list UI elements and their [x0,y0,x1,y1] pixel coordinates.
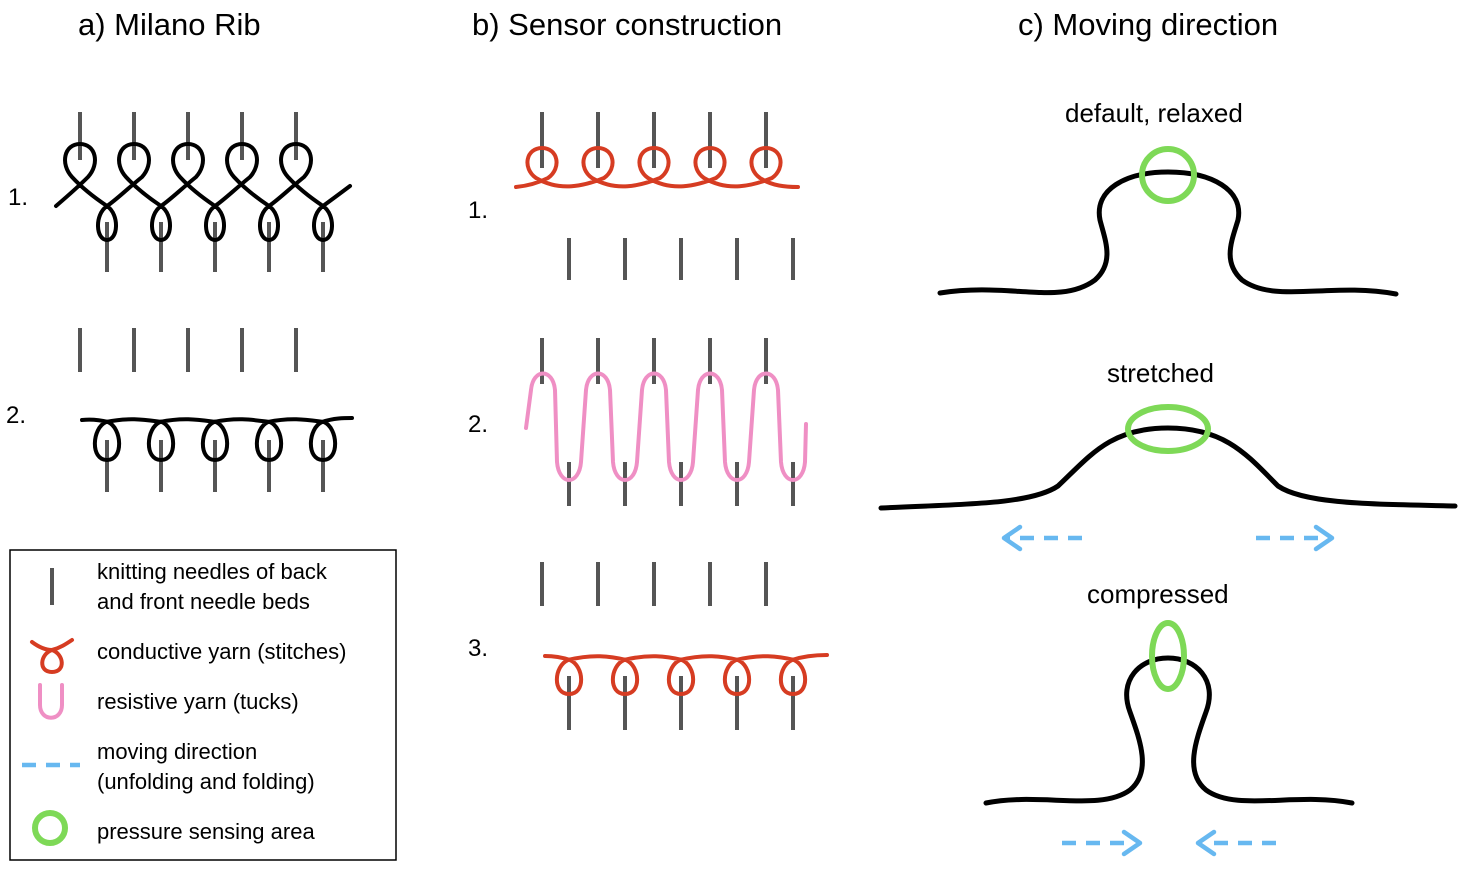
arrowhead-stretch-left [1001,524,1023,552]
arrowhead-stretch-right [1313,524,1335,552]
sensor-step-2 [524,338,808,506]
sensor-step-1 [514,112,800,280]
panel-a: 1. 2. [6,112,354,492]
milano-rib-row-2 [80,416,354,492]
legend-needles-line-2: and front needle beds [97,589,310,614]
milano-rib-needle-row [78,328,298,372]
legend-conductive-icon [30,638,74,674]
arrowhead-compress-right [1195,829,1217,857]
panel-c: default, relaxed stretched compressed [878,98,1458,857]
legend-frame [9,549,397,861]
legend-conductive-label: conductive yarn (stitches) [97,639,346,664]
state-stretched-label: stretched [1107,358,1214,388]
panel-a-step-1: 1. [8,184,28,211]
pressure-area-relaxed [1139,146,1197,204]
legend-moving-line-1: moving direction [97,739,257,764]
fabric-compressed [983,620,1355,857]
panel-b-step-1: 1. [468,197,488,224]
panel-a-title: a) Milano Rib [78,7,261,42]
legend-needles-line-1: knitting needles of back [97,559,328,584]
legend-resistive-icon [38,683,64,720]
panel-c-title: c) Moving direction [1018,7,1278,42]
panel-b-step-3: 3. [468,635,488,662]
arrowhead-compress-left [1121,829,1143,857]
legend: knitting needles of back and front needl… [9,549,397,861]
pressure-area-compressed [1149,620,1187,692]
legend-resistive-label: resistive yarn (tucks) [97,689,299,714]
panel-b-step-2: 2. [468,411,488,438]
sensor-needle-row [540,562,768,606]
state-compressed-label: compressed [1087,579,1229,609]
milano-rib-row-1 [54,112,352,272]
panel-b-title: b) Sensor construction [472,7,782,42]
panel-a-step-2: 2. [6,402,26,429]
pressure-area-stretched [1125,404,1211,454]
legend-pressure-icon [32,810,68,846]
fabric-relaxed [937,146,1399,297]
legend-pressure-label: pressure sensing area [97,819,315,844]
panel-b: 1. 2. 3. [468,112,829,730]
sensor-step-3 [543,653,829,730]
legend-moving-line-2: (unfolding and folding) [97,769,315,794]
fabric-stretched [878,404,1458,552]
state-relaxed-label: default, relaxed [1065,98,1243,128]
